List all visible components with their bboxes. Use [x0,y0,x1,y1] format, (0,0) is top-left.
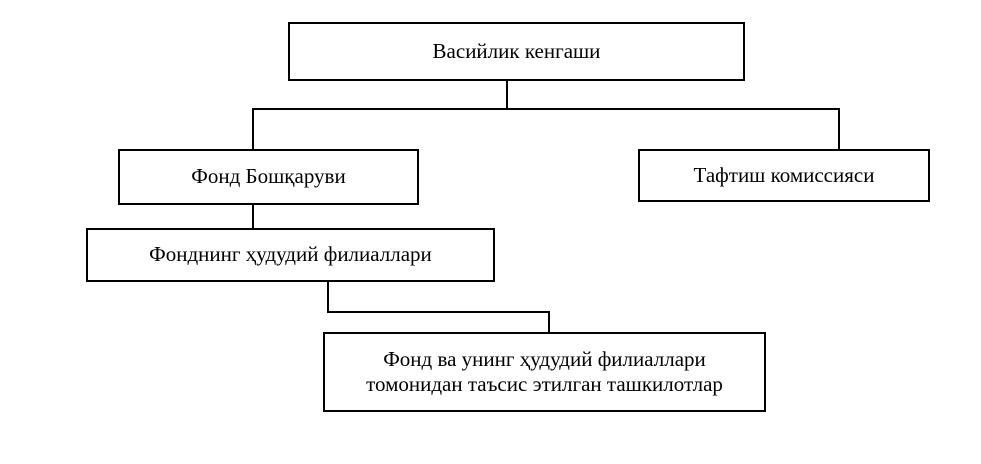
established-organizations-label-line1: Фонд ва унинг ҳудудий филиаллари [383,346,706,371]
connector-branches-horizontal [327,311,550,313]
audit-commission-label: Тафтиш комиссияси [693,162,875,187]
connector-board-down [506,79,508,110]
regional-branches-label: Фонднинг ҳудудий филиаллари [149,242,432,267]
connector-branches-down [327,281,329,313]
connector-management-to-branches [252,203,254,229]
established-organizations-box: Фонд ва унинг ҳудудий филиаллари томонид… [323,332,766,412]
regional-branches-box: Фонднинг ҳудудий филиаллари [86,228,495,282]
connector-to-organizations [548,311,550,334]
fund-management-box: Фонд Бошқаруви [118,149,419,205]
connector-top-horizontal [252,108,840,110]
connector-to-audit-commission [838,108,840,150]
supervisory-board-box: Васийлик кенгаши [288,22,745,81]
supervisory-board-label: Васийлик кенгаши [432,38,601,63]
audit-commission-box: Тафтиш комиссияси [638,149,930,202]
fund-management-label: Фонд Бошқаруви [191,164,346,189]
connector-to-fund-management [252,108,254,150]
established-organizations-label-line2: томонидан таъсис этилган ташкилотлар [366,372,723,396]
